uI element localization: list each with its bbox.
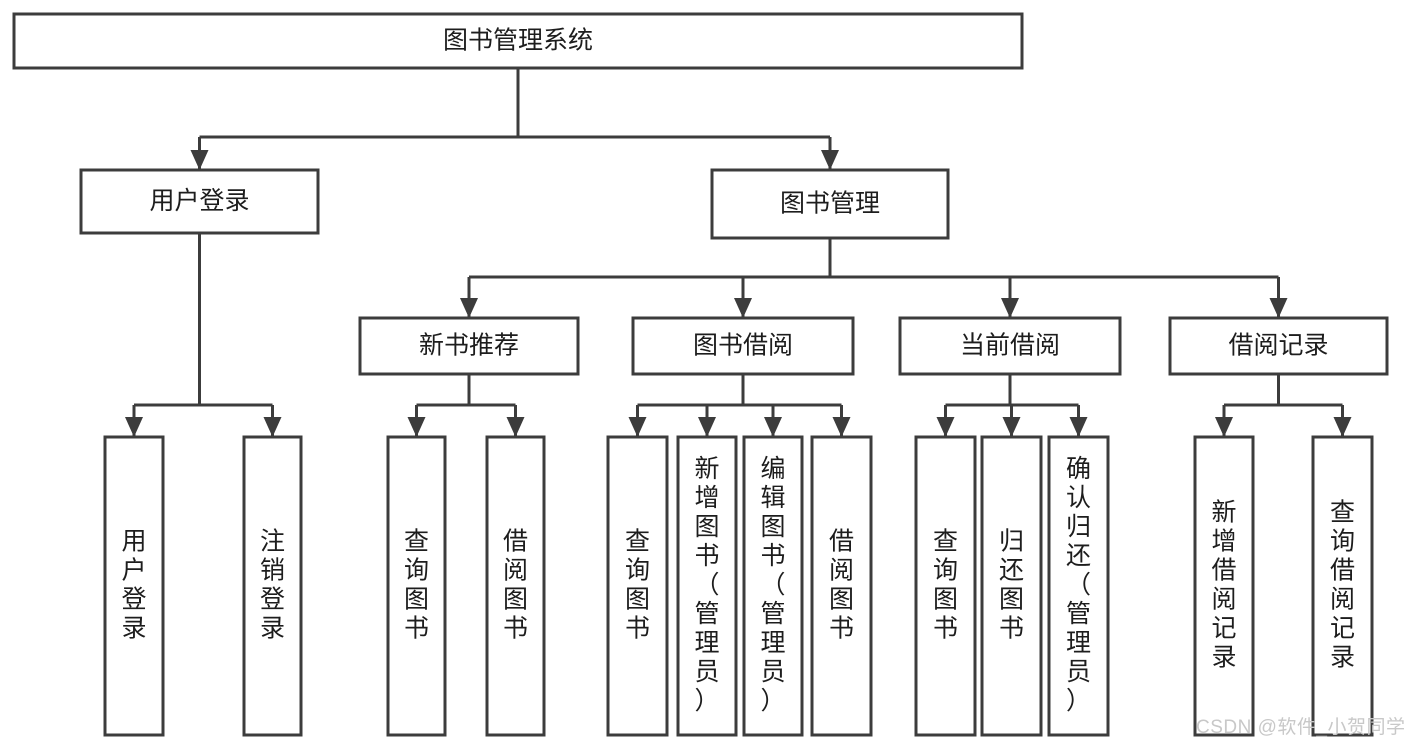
node-label: 用户登录 [149,187,249,215]
node-leaf-borrow-book-2[interactable]: 借阅图书 [810,435,873,737]
arrow-head-icon [190,150,209,170]
node-leaf-user-login[interactable]: 用户登录 [103,435,165,737]
arrow-head-icon [1069,417,1088,437]
arrow-head-icon [460,298,478,318]
arrow-head-icon [936,417,955,437]
node-label: 当前借阅 [960,332,1060,360]
node-label: 借阅图书 [503,527,528,642]
node-new-book-recommend[interactable]: 新书推荐 [358,316,580,376]
node-label: 图书管理系统 [443,27,593,55]
node-label: 借阅图书 [829,527,854,642]
arrow-head-icon [734,298,752,318]
arrow-head-icon [125,417,143,437]
node-label: 新增借阅记录 [1211,498,1236,671]
node-label: 确认归还（管理员） [1066,455,1091,715]
node-leaf-query-book-1[interactable]: 查询图书 [386,435,447,737]
arrow-head-icon [628,417,647,437]
node-label: 查询图书 [625,527,650,642]
connectors-layer [125,68,1352,437]
node-label: 借阅记录 [1228,332,1328,360]
arrow-head-icon [764,417,782,437]
node-label: 用户登录 [121,527,146,642]
node-label: 新增图书（管理员） [694,455,719,715]
node-leaf-query-borrow-record[interactable]: 查询借阅记录 [1311,435,1374,737]
node-label: 归还图书 [999,527,1024,642]
node-leaf-logout-login[interactable]: 注销登录 [242,435,303,737]
arrow-head-icon [1269,298,1288,318]
arrow-head-icon [1333,417,1352,437]
arrow-head-icon [506,417,525,437]
arrow-head-icon [1215,417,1233,437]
arrow-head-icon [698,417,716,437]
node-leaf-add-book-admin[interactable]: 新增图书（管理员） [676,435,738,737]
node-leaf-query-book-3[interactable]: 查询图书 [914,435,977,737]
node-leaf-add-borrow-record[interactable]: 新增借阅记录 [1193,435,1255,737]
node-label: 图书借阅 [693,332,793,360]
arrow-head-icon [263,417,282,437]
node-leaf-borrow-book-1[interactable]: 借阅图书 [485,435,546,737]
arrow-head-icon [821,150,839,170]
node-book-manage[interactable]: 图书管理 [710,168,950,240]
node-book-borrow[interactable]: 图书借阅 [631,316,855,376]
node-label: 注销登录 [260,527,285,642]
node-borrow-record[interactable]: 借阅记录 [1168,316,1389,376]
watermark-text: CSDN @软件_小贺同学 [1196,717,1405,738]
arrow-head-icon [1001,298,1019,318]
node-leaf-confirm-return-admin[interactable]: 确认归还（管理员） [1047,435,1110,737]
node-label: 编辑图书（管理员） [760,455,785,715]
node-leaf-edit-book-admin[interactable]: 编辑图书（管理员） [742,435,804,737]
node-current-borrow[interactable]: 当前借阅 [898,316,1122,376]
node-label: 图书管理 [780,190,880,218]
nodes-layer: 图书管理系统用户登录图书管理新书推荐图书借阅当前借阅借阅记录用户登录注销登录查询… [12,12,1389,737]
node-user-login[interactable]: 用户登录 [79,168,320,235]
node-label: 查询借阅记录 [1330,498,1355,671]
node-label: 查询图书 [933,527,958,642]
node-label: 新书推荐 [419,332,519,360]
node-label: 查询图书 [404,527,429,642]
arrow-head-icon [832,417,851,437]
node-leaf-query-book-2[interactable]: 查询图书 [606,435,669,737]
arrow-head-icon [1002,417,1021,437]
node-root-title-box[interactable]: 图书管理系统 [12,12,1024,70]
node-leaf-return-book[interactable]: 归还图书 [980,435,1043,737]
arrow-head-icon [407,417,426,437]
